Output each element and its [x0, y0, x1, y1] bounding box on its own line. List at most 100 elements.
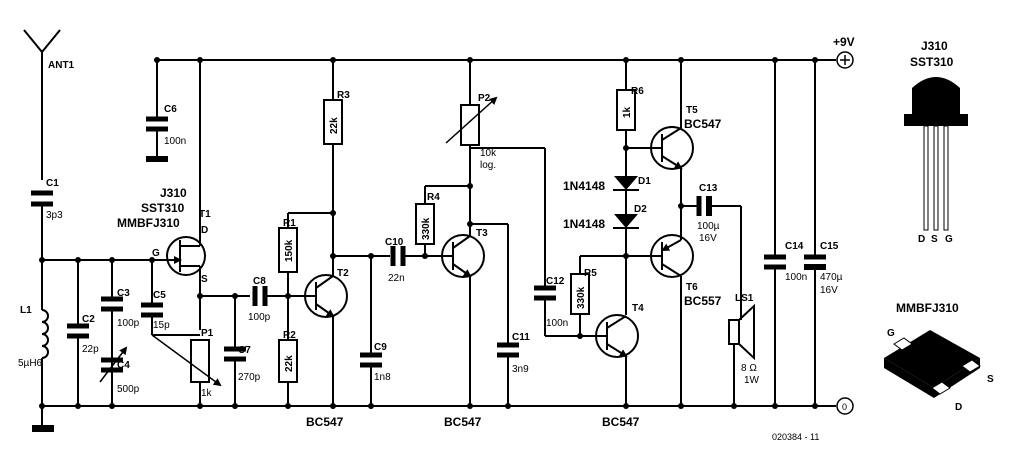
c12-ref: C12 — [546, 276, 565, 287]
c8-ref: C8 — [253, 276, 266, 287]
t3-part: BC547 — [444, 415, 482, 429]
transistor-t3 — [415, 60, 498, 406]
c10-ref: C10 — [385, 237, 404, 248]
ground-label: 0 — [842, 402, 847, 412]
ls1-power: 1W — [744, 375, 760, 386]
c9-value: 1n8 — [374, 372, 391, 383]
d1-part: 1N4148 — [563, 179, 605, 193]
capacitor-c7 — [224, 296, 246, 406]
antenna-symbol — [23, 29, 61, 180]
r5-ref: R5 — [584, 268, 597, 279]
c15-ref: C15 — [820, 241, 839, 252]
r3-value: 22k — [329, 117, 340, 134]
r4-ref: R4 — [427, 192, 440, 203]
c6-ref: C6 — [164, 104, 177, 115]
c11-ref: C11 — [512, 332, 530, 343]
capacitor-c2 — [67, 260, 89, 406]
r5-value: 330k — [576, 286, 587, 309]
c14-ref: C14 — [785, 241, 804, 252]
p1-ref: P1 — [201, 328, 214, 339]
capacitor-c6 — [146, 60, 168, 162]
c14-value: 100n — [785, 272, 807, 283]
inductor-l1 — [41, 309, 49, 430]
d2-part: 1N4148 — [563, 217, 605, 231]
c13-value: 100µ — [697, 221, 720, 232]
c2-ref: C2 — [82, 314, 95, 325]
c7-value: 270p — [238, 372, 261, 383]
sot23-package — [884, 330, 981, 398]
to92-title-line-2: SST310 — [910, 55, 954, 69]
to92-package — [904, 77, 968, 231]
r6-ref: R6 — [631, 86, 644, 97]
p2-taper: log. — [480, 160, 496, 171]
t2-ref: T2 — [337, 268, 349, 279]
r1-ref: R1 — [283, 218, 296, 229]
c5-value: 15p — [153, 320, 170, 331]
t4-part: BC547 — [602, 415, 640, 429]
smd-drain-pin: D — [955, 402, 962, 413]
c1-ref: C1 — [46, 178, 59, 189]
output-stage — [570, 60, 755, 406]
drawing-number: 020384 - 11 — [772, 432, 819, 442]
ls1-impedance: 8 Ω — [741, 363, 757, 374]
to92-pin-1: D — [918, 234, 925, 245]
r3-ref: R3 — [337, 90, 350, 101]
c11-value: 3n9 — [512, 364, 529, 375]
c8-value: 100p — [248, 312, 271, 323]
t5-ref: T5 — [686, 105, 698, 116]
trimmer-capacitor-c4 — [99, 346, 128, 383]
t1-ref: T1 — [199, 209, 211, 220]
p2-value: 10k — [480, 148, 497, 159]
capacitor-c11 — [470, 223, 519, 406]
l1-ref: L1 — [20, 305, 32, 316]
r4-value: 330k — [421, 217, 432, 240]
ant1-label: ANT1 — [48, 60, 75, 71]
c4-ref: C4 — [117, 360, 130, 371]
d1-ref: D1 — [638, 176, 651, 187]
t3-ref: T3 — [476, 228, 488, 239]
potentiometer-p1 — [151, 334, 222, 406]
c15-rating: 16V — [820, 285, 838, 296]
t1-source-pin: S — [201, 274, 208, 285]
r2-ref: R2 — [283, 330, 296, 341]
t1-gate-pin: G — [152, 248, 160, 259]
t6-ref: T6 — [686, 282, 698, 293]
d2-ref: D2 — [634, 204, 647, 215]
c10-value: 22n — [388, 273, 405, 284]
c6-value: 100n — [164, 136, 186, 147]
to92-title-line-1: J310 — [921, 39, 948, 53]
capacitor-c12 — [534, 285, 600, 337]
p1-value: 1k — [201, 388, 213, 399]
smd-gate-pin: G — [887, 328, 895, 339]
capacitor-c8 — [252, 286, 310, 306]
capacitor-c10 — [390, 246, 448, 266]
capacitor-c9 — [333, 255, 390, 406]
c1-value: 3p3 — [46, 210, 63, 221]
plus-terminal — [836, 51, 854, 69]
ground-terminal — [836, 397, 854, 415]
t4-ref: T4 — [632, 303, 644, 314]
t1-part-line-1: J310 — [160, 186, 187, 200]
c5-ref: C5 — [153, 290, 166, 301]
c13-ref: C13 — [699, 183, 718, 194]
c3-value: 100p — [117, 318, 140, 329]
c2-value: 22p — [82, 344, 99, 355]
transistor-t2 — [278, 60, 348, 406]
t1-drain-pin: D — [201, 225, 208, 236]
to92-pin-2: S — [931, 234, 938, 245]
r6-value: 1k — [622, 106, 633, 118]
c7-ref: C7 — [238, 345, 251, 356]
c13-rating: 16V — [699, 233, 717, 244]
ls1-ref: LS1 — [735, 293, 754, 304]
supply-label: +9V — [833, 35, 855, 49]
t6-part: BC557 — [684, 294, 722, 308]
c12-value: 100n — [546, 318, 568, 329]
capacitor-c14 — [764, 60, 786, 406]
ground-symbol — [32, 425, 54, 432]
c9-ref: C9 — [374, 342, 387, 353]
l1-value: 5µH6 — [18, 358, 43, 369]
to92-pin-3: G — [945, 234, 953, 245]
junction-dots — [39, 57, 818, 409]
